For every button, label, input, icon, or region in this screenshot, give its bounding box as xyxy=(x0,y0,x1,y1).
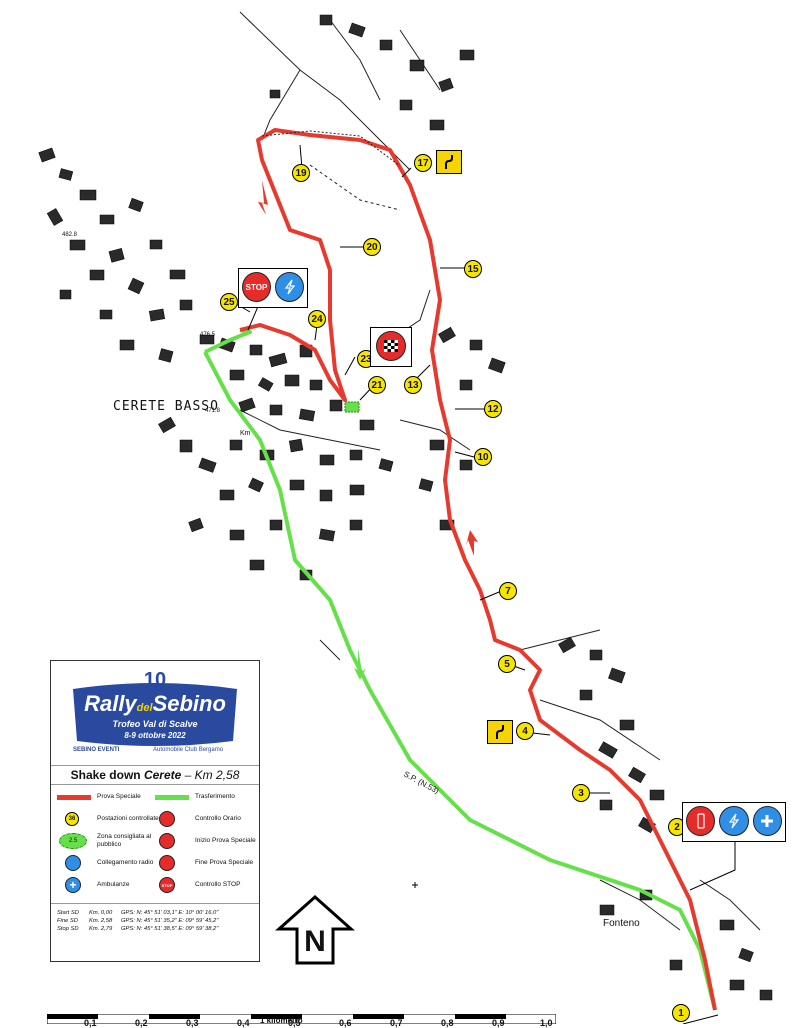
arrow-down-green xyxy=(354,648,366,680)
start-sign-box xyxy=(682,802,786,842)
legend-trasferimento: Trasferimento xyxy=(195,793,235,800)
scale-tick-0-1: 0,1 xyxy=(84,1018,97,1028)
checkpoint-21: 21 xyxy=(368,376,386,394)
scale-tick-0-6: 0,6 xyxy=(339,1018,352,1028)
legend-zone-icon: 2.5 xyxy=(59,833,87,849)
rally-logo: 10 RallydelSebino Trofeo Val di Scalve 8… xyxy=(65,669,245,759)
checkpoint-2: 2 xyxy=(668,818,686,836)
legend-controllo-stop: Controllo STOP xyxy=(195,881,241,888)
legend-postazioni: Postazioni controllate xyxy=(97,815,159,822)
checkpoint-17: 17 xyxy=(414,154,432,172)
curve-icon xyxy=(496,725,504,739)
legend-gps-divider xyxy=(51,903,259,904)
gps-stop-label: Stop SD xyxy=(57,926,79,932)
legend-radio-icon xyxy=(65,855,81,871)
arrow-down-red xyxy=(258,180,268,215)
special-stage-swatch xyxy=(57,795,91,800)
arrow-up-red xyxy=(466,530,478,556)
gps-start-label: Start SD xyxy=(57,910,79,916)
checkpoint-5: 5 xyxy=(498,655,516,673)
direction-arrows xyxy=(258,180,478,680)
elevation-label-1: 476.5 xyxy=(200,332,216,338)
checkpoint-1: 1 xyxy=(672,1004,690,1022)
km-marker-label: Km xyxy=(240,430,251,437)
legend-collegamento: Collegamento radio xyxy=(97,859,154,866)
scale-tick-0-8: 0,8 xyxy=(441,1018,454,1028)
public-zone xyxy=(344,401,360,413)
legend-inizio-prova: Inizio Prova Speciale xyxy=(195,837,256,844)
ambulance-icon xyxy=(752,806,782,836)
stop-sign-icon: STOP xyxy=(242,272,271,302)
transfer-route xyxy=(203,328,717,1011)
curve-icon xyxy=(445,155,453,169)
checkpoint-3: 3 xyxy=(572,784,590,802)
legend-fine-prova: Fine Prova Speciale xyxy=(195,859,254,866)
logo-rally-name: RallydelSebino xyxy=(84,691,226,716)
radio-icon xyxy=(275,272,304,302)
sponsor-sebino: SEBINO EVENTI xyxy=(73,747,120,753)
scale-caption: 1 kilometro xyxy=(260,1016,303,1025)
gps-stop-coords: GPS: N: 45° 51' 38,5" E: 09° 59' 38,2" xyxy=(121,926,219,932)
checkpoint-13: 13 xyxy=(404,376,422,394)
radio-icon xyxy=(719,806,749,836)
sponsor-aci: Automobile Club Bergamo xyxy=(153,747,224,753)
checkpoint-20: 20 xyxy=(363,238,381,256)
logo-edition: 10 xyxy=(143,669,167,691)
scale-tick-0-2: 0,2 xyxy=(135,1018,148,1028)
transfer-swatch xyxy=(155,795,189,800)
legend-controllo-orario-icon xyxy=(159,811,175,827)
checkpoint-15: 15 xyxy=(464,260,482,278)
north-label: N xyxy=(304,925,326,958)
legend-checkpoint-icon: 36 xyxy=(65,812,79,826)
checkpoint-19: 19 xyxy=(292,164,310,182)
logo-dates: 8-9 ottobre 2022 xyxy=(124,731,186,740)
legend-inizio-icon xyxy=(159,833,175,849)
scale-tick-0-5: 0,5 xyxy=(288,1018,301,1028)
gps-fine-km: Km. 2,58 xyxy=(89,918,113,924)
gps-start-coords: GPS: N: 45° 51' 03,1" E: 10° 00' 16,0" xyxy=(121,910,219,916)
base-roads xyxy=(239,11,761,931)
checkpoint-10: 10 xyxy=(474,448,492,466)
legend-ambulance-icon: + xyxy=(65,877,81,893)
dangerous-curve-sign-north xyxy=(436,150,462,174)
legend-fine-icon xyxy=(159,855,175,871)
checkpoint-12: 12 xyxy=(484,400,502,418)
north-arrow: N xyxy=(275,894,355,965)
scale-tick-0-4: 0,4 xyxy=(237,1018,250,1028)
start-light-icon xyxy=(686,806,716,836)
dangerous-curve-sign-south xyxy=(487,720,513,744)
stop-radio-sign-box: STOP xyxy=(238,268,308,308)
gps-start-km: Km. 0,00 xyxy=(89,910,113,916)
checkpoint-24: 24 xyxy=(308,310,326,328)
scale-tick-0-7: 0,7 xyxy=(390,1018,403,1028)
checkpoint-7: 7 xyxy=(499,582,517,600)
scale-tick-1-0: 1,0 xyxy=(540,1018,553,1028)
logo-trophy: Trofeo Val di Scalve xyxy=(112,719,198,729)
village-label: Fonteno xyxy=(603,918,640,929)
gps-fine-coords: GPS: N: 45° 51' 35,2" E: 09° 59' 45,2" xyxy=(121,918,219,924)
gps-fine-label: Fine SD xyxy=(57,918,78,924)
checkpoint-4: 4 xyxy=(516,722,534,740)
elevation-label-2: 471.8 xyxy=(205,408,221,414)
legend-ambulanze: Ambulanze xyxy=(97,881,130,888)
town-label: CERETE BASSO xyxy=(113,399,219,414)
gps-stop-km: Km. 2,79 xyxy=(89,926,113,932)
elevation-label-3: 482.8 xyxy=(62,232,78,238)
scale-tick-0-3: 0,3 xyxy=(186,1018,199,1028)
legend-prova-speciale: Prova Speciale xyxy=(97,793,141,800)
checkpoint-25: 25 xyxy=(220,293,238,311)
scale-tick-0-9: 0,9 xyxy=(492,1018,505,1028)
special-stage-route xyxy=(239,128,717,1011)
legend-controllo-orario: Controllo Orario xyxy=(195,815,241,822)
legend-title: Shake down Cerete – Km 2,58 xyxy=(51,765,259,785)
legend-panel: 10 RallydelSebino Trofeo Val di Scalve 8… xyxy=(50,660,260,962)
legend-stop-icon: STOP xyxy=(159,877,175,893)
scale-bar xyxy=(47,1014,556,1024)
finish-sign-box xyxy=(370,327,412,367)
buildings xyxy=(38,14,773,1001)
legend-zona-pubblico: Zona consigliata al pubblico xyxy=(97,833,152,848)
finish-flag-icon xyxy=(376,331,406,361)
